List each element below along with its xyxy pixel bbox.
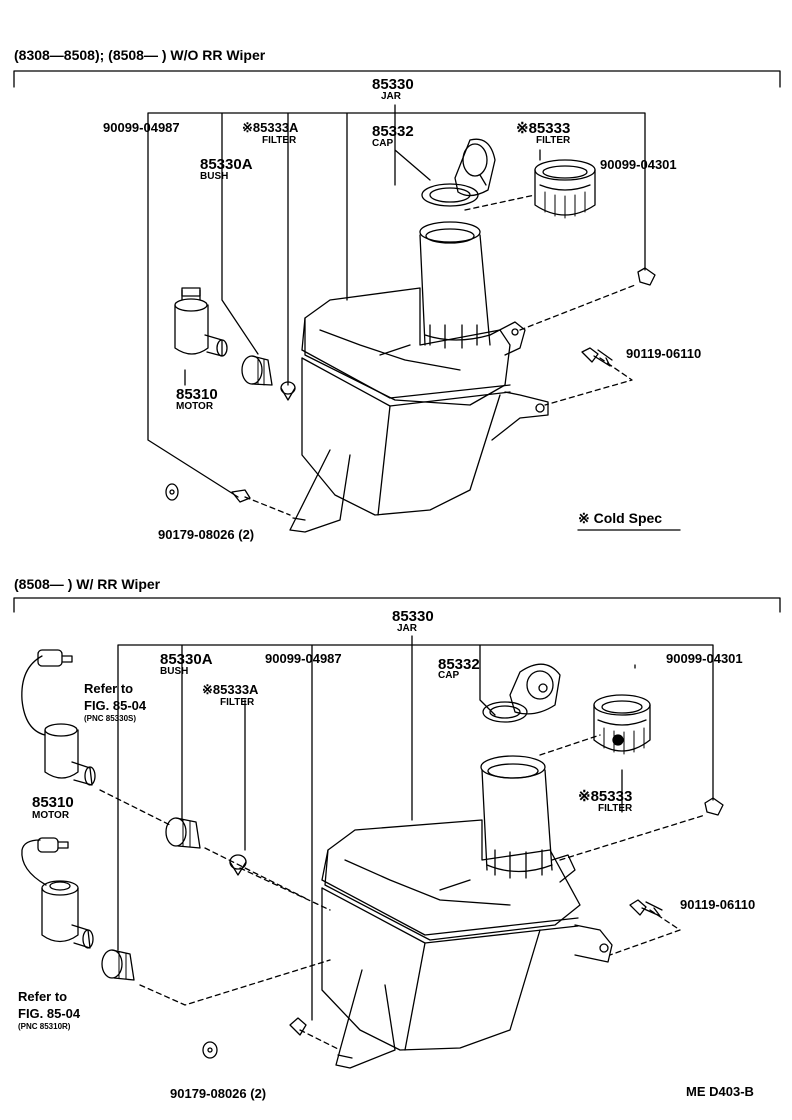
top-section-header: (8308—8508); (8508— ) W/O RR Wiper: [14, 47, 266, 63]
top-bolt-number: 90119-06110: [626, 346, 702, 361]
bottom-bush-2: [101, 949, 135, 981]
bottom-bolt-number: 90119-06110: [680, 897, 756, 912]
top-grommet: [165, 483, 251, 503]
cold-spec-note: ※ Cold Spec: [578, 510, 663, 526]
bottom-section-header: (8508— ) W/ RR Wiper: [14, 576, 161, 592]
bottom-cap: [482, 663, 561, 723]
bottom-bush-number: 85330A: [160, 651, 213, 668]
top-bush-label: BUSH: [200, 171, 229, 182]
bottom-cap-label: CAP: [438, 670, 460, 681]
footer-code: ME D403-B: [686, 1084, 754, 1099]
bottom-filter-a: [229, 854, 247, 876]
top-filter-number: ※85333: [516, 120, 571, 137]
top-part-90099-04301: 90099-04301: [600, 157, 677, 172]
bottom-part-90099-04987: 90099-04987: [265, 651, 342, 666]
bottom-motor-label: MOTOR: [32, 810, 70, 821]
top-grommet-number: 90179-08026 (2): [158, 527, 255, 542]
bottom-refer1-line2: FIG. 85-04: [84, 698, 147, 713]
top-part-90099-04987: 90099-04987: [103, 120, 180, 135]
top-bracket: [13, 70, 781, 88]
top-bush: [241, 355, 273, 386]
bottom-clip: [704, 797, 724, 816]
bottom-leader-lines: [117, 635, 714, 1021]
top-dashed-lines: [244, 194, 636, 516]
bottom-refer2-line2: FIG. 85-04: [18, 1006, 81, 1021]
top-clip: [637, 267, 656, 286]
bottom-filter-number: ※85333: [578, 788, 633, 805]
top-jar-tank: [289, 221, 549, 533]
top-bolt: [581, 347, 613, 367]
bottom-jar-number: 85330: [392, 608, 434, 625]
bottom-filter-a-label: FILTER: [220, 697, 255, 708]
top-cap-label: CAP: [372, 138, 394, 149]
bottom-bolt: [629, 899, 663, 917]
top-motor-number: 85310: [176, 386, 218, 403]
bottom-filter: [593, 694, 651, 755]
top-motor-label: MOTOR: [176, 401, 214, 412]
top-filter-a: [280, 381, 296, 401]
bottom-bush-label: BUSH: [160, 666, 189, 677]
bottom-filter-a-number: ※85333A: [202, 682, 259, 697]
bottom-refer2-pnc: (PNC 85310R): [18, 1022, 71, 1031]
bottom-grommets: [202, 1017, 307, 1059]
bottom-refer1-pnc: (PNC 85330S): [84, 714, 137, 723]
bottom-refer1-line1: Refer to: [84, 681, 134, 696]
bottom-jar-label: JAR: [397, 623, 418, 634]
bottom-grommet-number: 90179-08026 (2): [170, 1086, 267, 1101]
bottom-part-90099-04301: 90099-04301: [666, 651, 743, 666]
bottom-refer2-line1: Refer to: [18, 989, 68, 1004]
top-filter-label: FILTER: [536, 135, 571, 146]
top-cap-number: 85332: [372, 123, 414, 140]
bottom-dashed-lines: [99, 734, 706, 1051]
top-bush-number: 85330A: [200, 156, 253, 173]
top-cap: [421, 138, 496, 207]
top-motor: [174, 287, 228, 357]
top-leader-lines: [147, 104, 646, 498]
bottom-cap-number: 85332: [438, 656, 480, 673]
bottom-filter-label: FILTER: [598, 803, 633, 814]
top-jar-label: JAR: [381, 91, 402, 102]
bottom-bracket: [13, 597, 781, 613]
top-filter: [534, 159, 596, 219]
bottom-motor-1: [21, 649, 96, 786]
bottom-motor-2: [21, 837, 94, 949]
bottom-motor-number: 85310: [32, 794, 74, 811]
top-filter-a-label: FILTER: [262, 135, 297, 146]
bottom-bush: [165, 817, 201, 849]
bottom-jar-tank: [321, 755, 613, 1069]
top-filter-a-number: ※85333A: [242, 120, 299, 135]
top-jar-number: 85330: [372, 76, 414, 93]
